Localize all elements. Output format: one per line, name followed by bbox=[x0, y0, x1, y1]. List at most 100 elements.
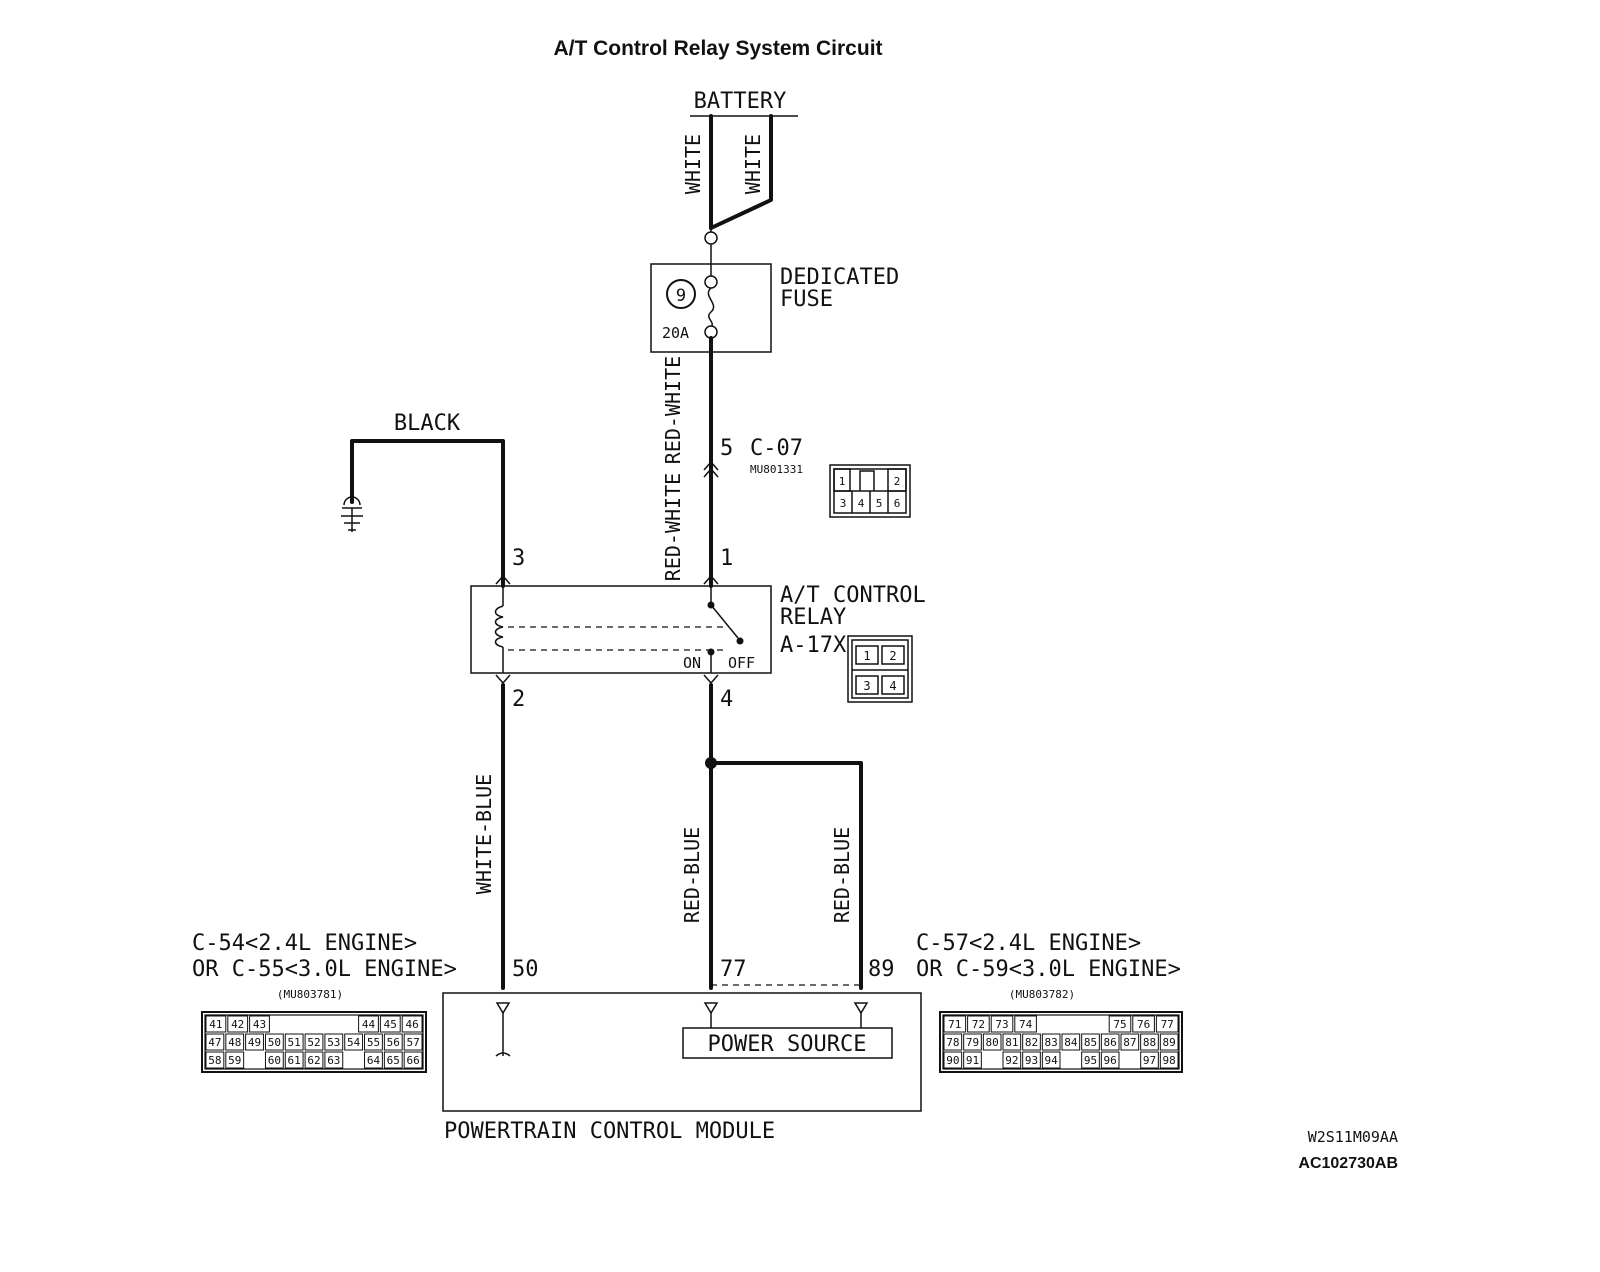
left-connector-cell bbox=[264, 1051, 284, 1069]
right-connector-cell bbox=[943, 1015, 967, 1033]
relay-label-line1: A/T CONTROL bbox=[780, 583, 926, 608]
right-connector-part: (MU803782) bbox=[1009, 988, 1075, 1001]
left-connector-cell-label: 49 bbox=[248, 1036, 261, 1049]
splice-point bbox=[705, 757, 717, 769]
pcm-pin-77: 77 bbox=[720, 957, 747, 982]
document-code: AC102730AB bbox=[1298, 1155, 1398, 1172]
left-connector-cell-label: 52 bbox=[307, 1036, 320, 1049]
drawing-code: W2S11M09AA bbox=[1308, 1128, 1398, 1146]
fuse-label-line1: DEDICATED bbox=[780, 265, 899, 290]
right-connector-cell bbox=[990, 1015, 1014, 1033]
right-connector-cell-label: 95 bbox=[1084, 1054, 1097, 1067]
left-connector-cell-label: 53 bbox=[327, 1036, 340, 1049]
left-connector-line2: OR C-55<3.0L ENGINE> bbox=[192, 957, 457, 982]
white-wire-right-label: WHITE bbox=[741, 134, 765, 194]
right-connector-cell bbox=[1002, 1051, 1022, 1069]
fuse-rating: 20A bbox=[662, 324, 689, 342]
pcm-box bbox=[442, 992, 922, 1112]
left-connector-cell-label: 48 bbox=[228, 1036, 241, 1049]
left-connector-cell-label: 44 bbox=[362, 1018, 376, 1031]
right-connector-cell bbox=[963, 1051, 982, 1069]
left-connector-cell bbox=[264, 1033, 284, 1051]
relay-top-left-terminal bbox=[495, 574, 511, 585]
left-connector-cell bbox=[284, 1051, 304, 1069]
relay-pin-4: 4 bbox=[720, 687, 733, 712]
c07-cell-6: 6 bbox=[894, 497, 901, 510]
left-connector-cell-label: 64 bbox=[367, 1054, 381, 1067]
right-connector-cell-label: 87 bbox=[1123, 1036, 1136, 1049]
right-connector-cell bbox=[1061, 1033, 1081, 1051]
right-connector-cell bbox=[1014, 1015, 1037, 1033]
relay-box bbox=[470, 585, 772, 674]
black-wire bbox=[350, 439, 505, 588]
left-connector-cell-label: 59 bbox=[228, 1054, 241, 1067]
left-connector-cell-label: 58 bbox=[208, 1054, 221, 1067]
red-blue-right-label: RED-BLUE bbox=[830, 827, 854, 923]
left-connector-cell bbox=[284, 1033, 304, 1051]
red-white-upper-label: RED-WHITE bbox=[661, 356, 685, 464]
right-connector-cell-label: 78 bbox=[946, 1036, 959, 1049]
pcm-pin-77-terminal bbox=[703, 1002, 719, 1028]
right-connector-cell bbox=[943, 1033, 963, 1051]
pcm-pin-89: 89 bbox=[868, 957, 895, 982]
right-connector-cell-label: 71 bbox=[948, 1018, 961, 1031]
c07-cell-3: 3 bbox=[840, 497, 847, 510]
relay-switch-contact-off bbox=[736, 637, 744, 645]
left-connector-cell-label: 50 bbox=[268, 1036, 281, 1049]
left-connector-cell-label: 51 bbox=[288, 1036, 301, 1049]
left-connector-cell bbox=[403, 1051, 423, 1069]
right-connector-cell-label: 98 bbox=[1163, 1054, 1176, 1067]
right-connector-cell-label: 72 bbox=[972, 1018, 985, 1031]
a17x-cell-4: 4 bbox=[889, 679, 896, 693]
c07-cell-2: 2 bbox=[894, 475, 901, 488]
right-connector-cell bbox=[1022, 1051, 1041, 1069]
left-connector-cell-label: 42 bbox=[231, 1018, 244, 1031]
right-connector-cell-label: 93 bbox=[1025, 1054, 1038, 1067]
battery-label: BATTERY bbox=[694, 89, 787, 114]
right-connector-cell-label: 74 bbox=[1019, 1018, 1033, 1031]
right-connector-cell-label: 85 bbox=[1084, 1036, 1097, 1049]
fuse-label-line2: FUSE bbox=[780, 287, 833, 312]
left-connector-cell-label: 57 bbox=[406, 1036, 419, 1049]
c07-connector-face: 1 2 3 4 5 6 bbox=[829, 464, 911, 518]
relay-top-right-terminal bbox=[703, 574, 719, 585]
relay-connector-label: A-17X bbox=[780, 633, 847, 658]
power-source-label: POWER SOURCE bbox=[708, 1032, 867, 1057]
right-connector-cell-label: 96 bbox=[1104, 1054, 1117, 1067]
left-connector-cell-label: 41 bbox=[209, 1018, 222, 1031]
left-connector-line1: C-54<2.4L ENGINE> bbox=[192, 931, 417, 956]
a17x-cell-2: 2 bbox=[889, 649, 896, 663]
pcm-pin-50-terminal bbox=[495, 1002, 511, 1057]
right-connector-cell bbox=[1108, 1015, 1132, 1033]
pcm-pin-89-terminal bbox=[853, 1002, 869, 1028]
left-connector-cell-label: 43 bbox=[253, 1018, 266, 1031]
left-connector-cell bbox=[383, 1051, 403, 1069]
right-connector-cell-label: 82 bbox=[1025, 1036, 1038, 1049]
left-connector-cell bbox=[225, 1033, 245, 1051]
left-connector-cell bbox=[249, 1015, 270, 1033]
red-white-lower-text: RED-WHITE bbox=[661, 473, 685, 581]
fuse-mid-terminal bbox=[704, 275, 718, 289]
fuse-number: 9 bbox=[676, 286, 686, 306]
right-connector-cell-label: 80 bbox=[986, 1036, 999, 1049]
right-connector-cell bbox=[967, 1015, 990, 1033]
right-connector-cell bbox=[1155, 1015, 1179, 1033]
right-connector-cell bbox=[1022, 1033, 1041, 1051]
left-connector-cell-label: 63 bbox=[327, 1054, 340, 1067]
left-connector-cell bbox=[383, 1033, 403, 1051]
left-connector-cell bbox=[245, 1033, 264, 1051]
right-connector-cell-label: 81 bbox=[1005, 1036, 1018, 1049]
right-connector-cell bbox=[1140, 1033, 1159, 1051]
fuse-top-terminal bbox=[704, 231, 718, 245]
power-source-box bbox=[682, 1027, 893, 1059]
c07-connector-symbol bbox=[703, 460, 719, 478]
left-connector-cell-label: 60 bbox=[268, 1054, 281, 1067]
relay-bottom-left-terminal bbox=[495, 674, 511, 685]
right-connector-cell-label: 79 bbox=[966, 1036, 979, 1049]
right-connector-cell bbox=[1100, 1051, 1120, 1069]
red-blue-left-label: RED-BLUE bbox=[680, 827, 704, 923]
right-connector-cell-label: 76 bbox=[1137, 1018, 1150, 1031]
right-connector-cell-label: 83 bbox=[1045, 1036, 1058, 1049]
right-connector-cell-label: 77 bbox=[1161, 1018, 1174, 1031]
